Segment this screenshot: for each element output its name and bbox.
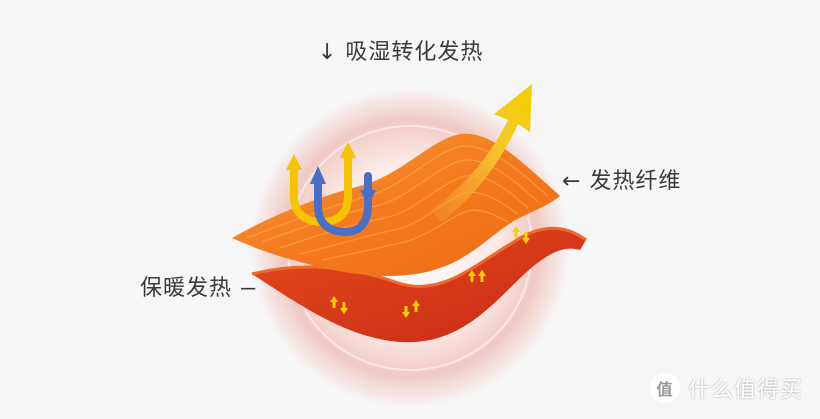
label-moisture-heat: ↓ 吸湿转化发热 <box>318 40 484 65</box>
watermark: 值 什么值得买 <box>650 372 803 404</box>
bottom-fabric-layer <box>252 228 586 343</box>
label-heating-fiber: ← 发热纤维 <box>562 169 682 194</box>
small-heat-arrows <box>330 226 530 318</box>
heat-rising-arrow <box>430 84 532 222</box>
smzdm-logo-icon: 值 <box>650 373 680 403</box>
moisture-heat-cycle-arrows <box>286 142 376 237</box>
watermark-text: 什么值得买 <box>688 378 804 403</box>
label-warmth-heat: 保暖发热 — <box>140 276 263 301</box>
